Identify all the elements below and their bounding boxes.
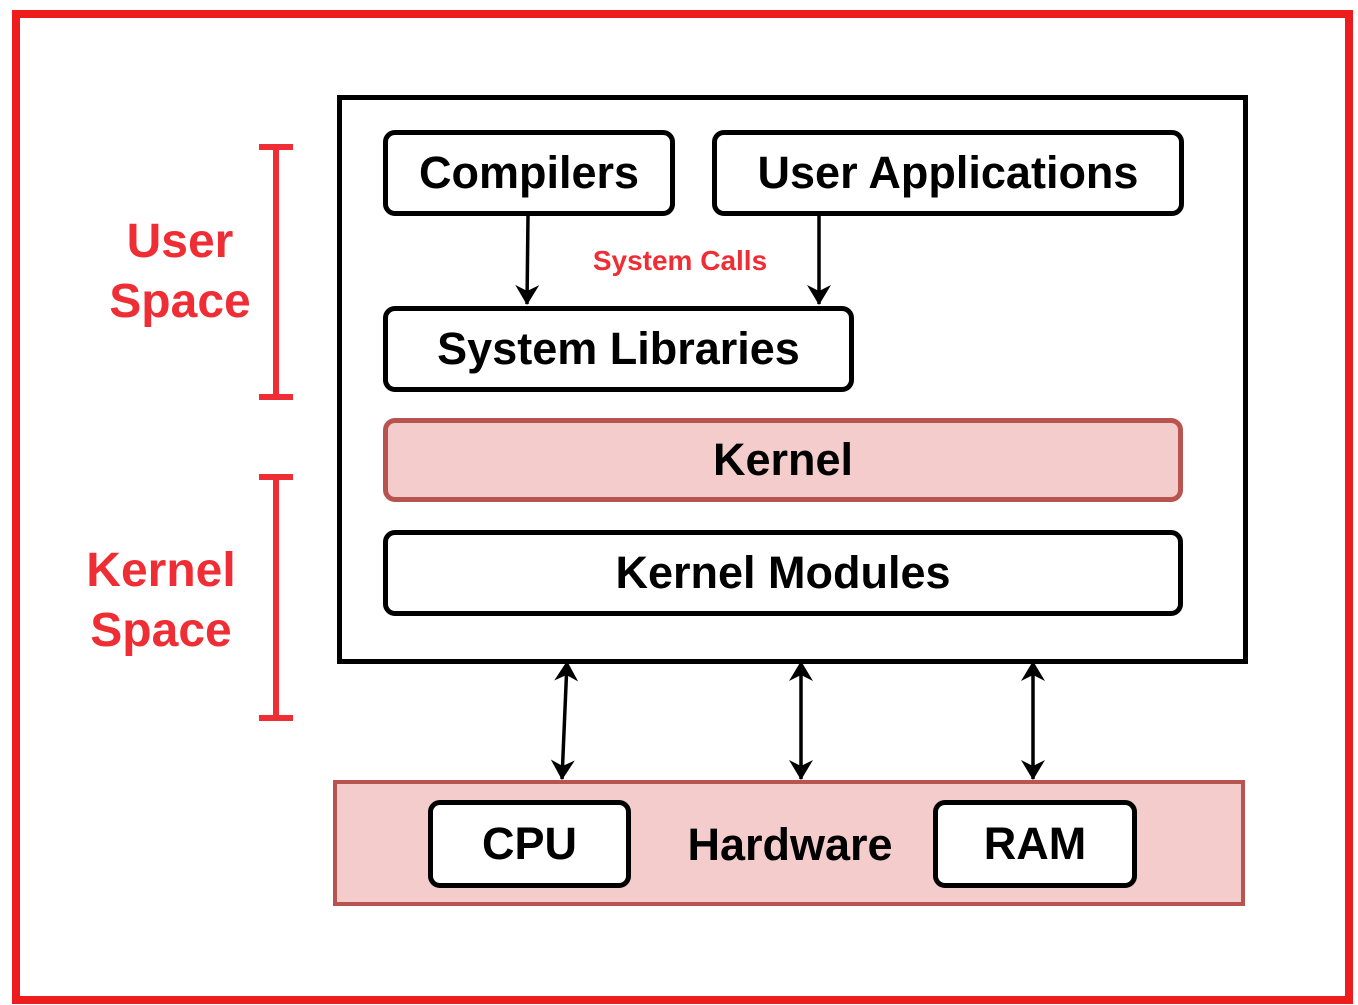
- kernel-modules-label: Kernel Modules: [615, 547, 951, 598]
- compilers-to-syslib-arrow: [515, 215, 540, 305]
- ram-label: RAM: [983, 818, 1087, 869]
- kernel-space-bracket: [259, 474, 293, 721]
- user-space-label-line2: Space: [109, 275, 251, 328]
- user-space-bracket: [259, 144, 293, 400]
- user-applications-label: User Applications: [757, 147, 1139, 198]
- kernel-space-label: Kernel Space: [75, 541, 247, 661]
- system-libraries-box: System Libraries: [383, 306, 854, 392]
- system-libraries-label: System Libraries: [437, 323, 800, 374]
- system-calls-label: System Calls: [592, 245, 768, 276]
- hardware-label: Hardware: [687, 819, 893, 870]
- ram-box: RAM: [933, 800, 1137, 888]
- os-cpu-arrow: [550, 661, 579, 780]
- kernel-label: Kernel: [712, 434, 854, 485]
- compilers-label: Compilers: [418, 147, 640, 198]
- user-space-label-line1: User: [126, 215, 234, 268]
- kernel-modules-box: Kernel Modules: [383, 530, 1183, 616]
- cpu-label: CPU: [481, 818, 577, 869]
- outer-frame: [12, 10, 1353, 1004]
- compilers-box: Compilers: [383, 130, 675, 216]
- user-applications-box: User Applications: [712, 130, 1184, 216]
- kernel-box: Kernel: [383, 418, 1183, 502]
- kernel-space-label-line2: Space: [90, 604, 232, 657]
- kernel-space-label-line1: Kernel: [86, 544, 236, 597]
- user-space-label: User Space: [100, 212, 260, 332]
- cpu-box: CPU: [428, 800, 631, 888]
